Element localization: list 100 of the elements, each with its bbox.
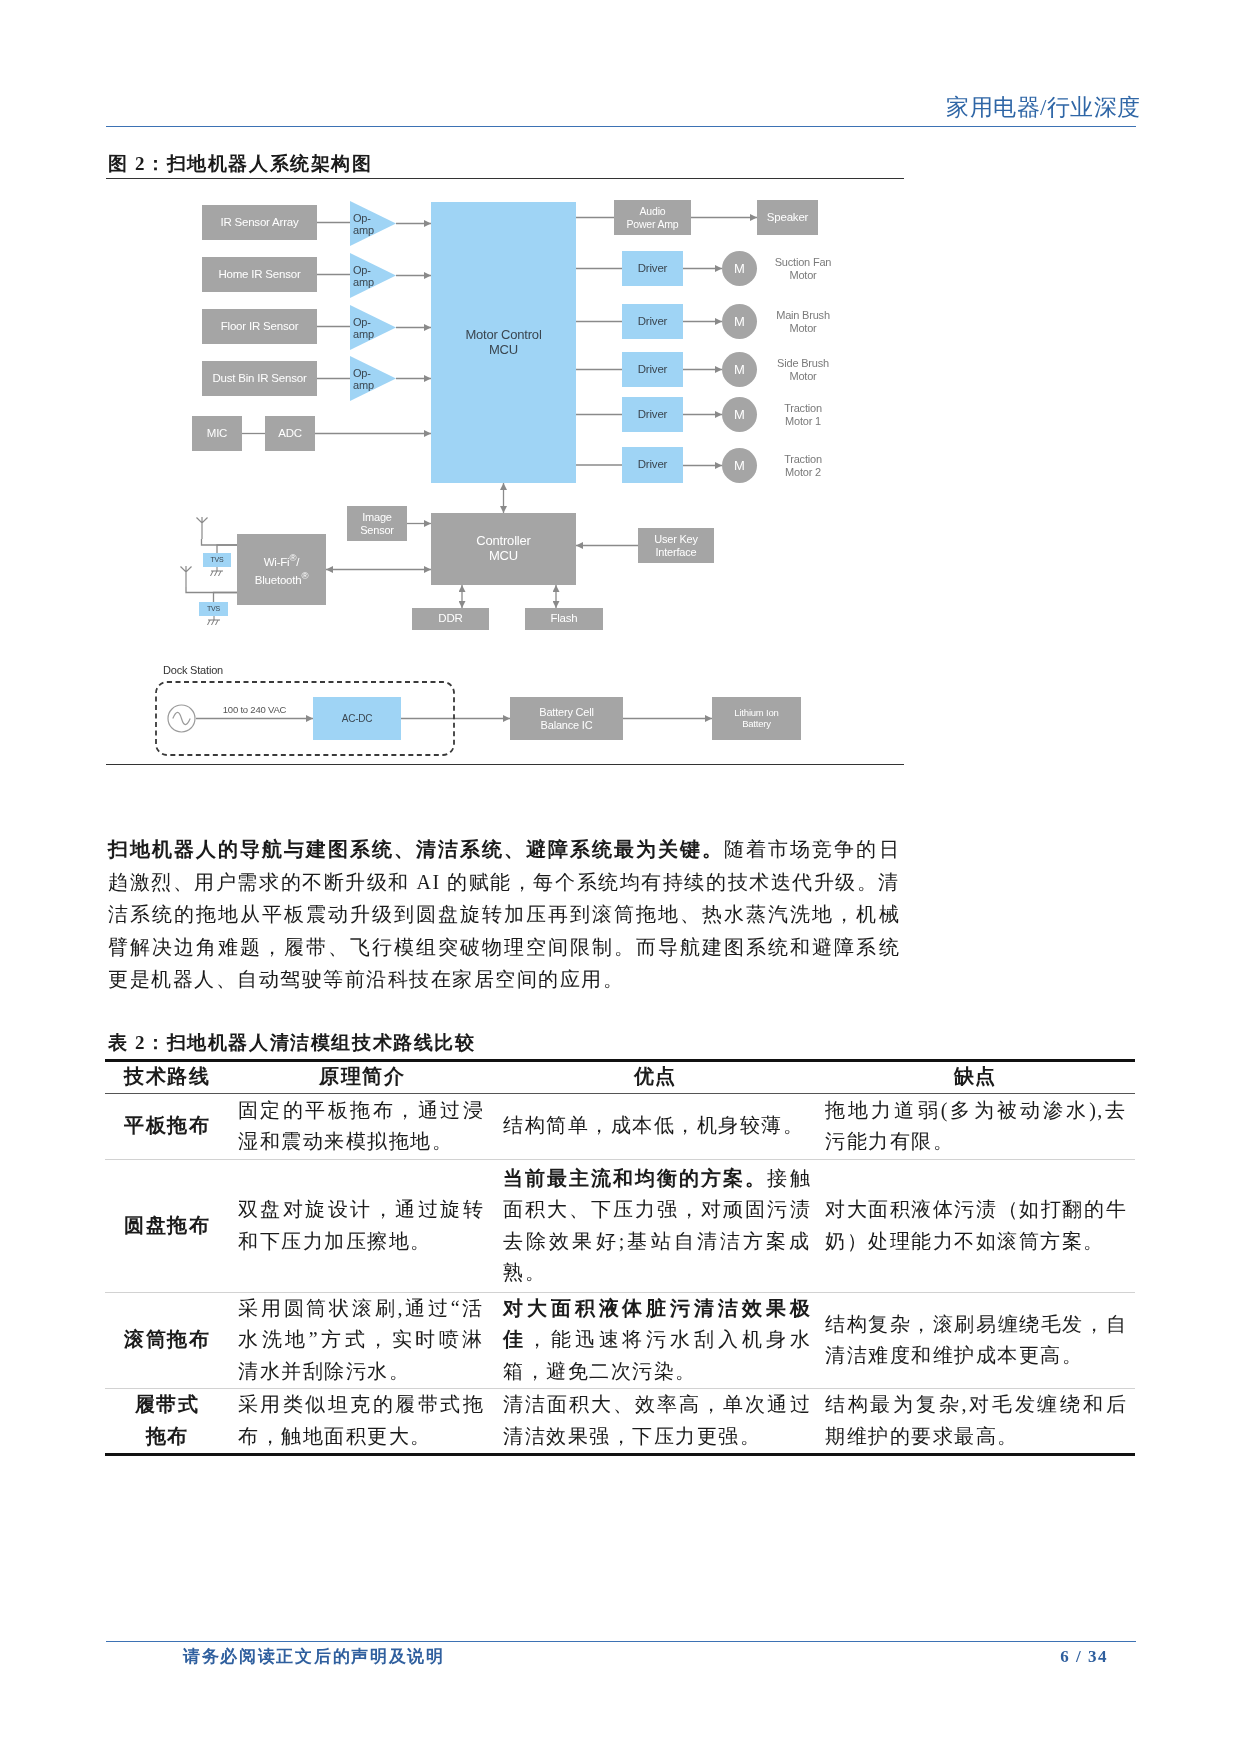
motor-label: Suction Fan Motor (773, 255, 833, 282)
cell-text: 对大面积液体脏污清洁效果极佳，能迅速将污水刮入机身水箱，避免二次污染。 (503, 1295, 811, 1384)
component-block: Driver (622, 397, 683, 432)
arrow (622, 715, 713, 722)
component-block: Driver (622, 304, 683, 339)
component-block: Audio Power Amp (614, 200, 691, 235)
frame-heading: Dock Station (163, 663, 223, 677)
antenna-symbol (195, 517, 208, 539)
arrow (575, 542, 639, 549)
component-block: Driver (622, 352, 683, 387)
arrow (400, 715, 511, 722)
row-header: 圆盘拖布 (124, 1212, 210, 1238)
component-block: Wi-Fi$^{®}$/ Bluetooth$^{®}$ (237, 534, 326, 605)
component-block: Dust Bin IR Sensor (202, 361, 317, 396)
component-block: Floor IR Sensor (202, 309, 317, 344)
component-block: Battery Cell Balance IC (510, 697, 623, 740)
cell-text: 清洁面积大、效率高，单次通过清洁效果强，下压力更强。 (503, 1392, 811, 1449)
motor-circle: M (722, 397, 757, 432)
arrow (458, 584, 466, 609)
connector-line (575, 464, 623, 466)
connector-line (575, 216, 615, 219)
motor-circle: M (722, 448, 757, 483)
amplifier-triangle: Op-amp (350, 201, 396, 246)
arrow (195, 715, 314, 722)
component-block: Driver (622, 447, 683, 483)
arrow (325, 566, 432, 573)
footer-note: 请务必阅读正文后的声明及说明 (183, 1646, 445, 1668)
arrow (682, 366, 723, 373)
arrow (682, 462, 723, 469)
connector-line (216, 544, 238, 554)
component-block: DDR (412, 608, 489, 630)
column-header: 优点 (633, 1064, 677, 1090)
amplifier-triangle: Op-amp (350, 305, 396, 350)
connector-line (316, 377, 351, 380)
cell-text: 采用圆筒状滚刷,通过“活水洗地”方式，实时喷淋清水并刮除污水。 (238, 1295, 484, 1384)
component-block: IR Sensor Array (202, 205, 317, 240)
arrow (690, 214, 758, 221)
arrow (552, 584, 560, 609)
component-block: Lithium Ion Battery (712, 697, 801, 740)
cell-text: 双盘对旋设计，通过旋转和下压力加压擦地。 (238, 1197, 484, 1254)
motor-circle: M (722, 304, 757, 339)
connector-line (575, 320, 623, 323)
component-block: MIC (192, 416, 242, 451)
arrow (395, 324, 432, 331)
component-block: User Key Interface (638, 528, 714, 563)
component-block: Controller MCU (431, 513, 576, 585)
cell-text: 结构复杂，滚刷易缠绕毛发，自清洁难度和维护成本更高。 (825, 1311, 1127, 1368)
arrow (314, 430, 432, 437)
amplifier-triangle: Op-amp (350, 253, 396, 298)
cell-text: 固定的平板拖布，通过浸湿和震动来模拟拖地。 (238, 1097, 484, 1154)
motor-label: Main Brush Motor (775, 308, 831, 335)
connector-line (575, 267, 623, 270)
arrow (682, 265, 723, 272)
table-title: 表 2：扫地机器人清洁模组技术路线比较 (108, 1031, 476, 1055)
connector-line (241, 432, 266, 435)
arrow (395, 375, 432, 382)
column-header: 技术路线 (124, 1064, 210, 1090)
cell-text: 结构最为复杂,对毛发缠绕和后期维护的要求最高。 (825, 1392, 1127, 1449)
motor-label: Side Brush Motor (776, 356, 830, 383)
component-block: Image Sensor (347, 506, 407, 541)
motor-circle: M (722, 352, 757, 387)
antenna-symbol (180, 566, 192, 587)
cell-text: 采用类似坦克的履带式拖布，触地面积更大。 (238, 1392, 484, 1449)
component-block: ADC (265, 416, 315, 451)
column-header: 原理简介 (319, 1064, 405, 1090)
motor-label: Traction Motor 1 (783, 401, 823, 428)
connector-line (212, 591, 238, 603)
ac-source-symbol (167, 704, 196, 733)
connector-line (316, 273, 351, 276)
cell-text: 拖地力道弱(多为被动渗水),去污能力有限。 (825, 1097, 1127, 1154)
row-header: 履带式拖布 (133, 1392, 201, 1449)
component-block: Motor Control MCU (431, 202, 576, 483)
connector-line (316, 325, 351, 328)
connector-line (316, 221, 351, 224)
component-block: AC-DC (313, 697, 401, 740)
connector-line (575, 368, 623, 371)
component-block: Driver (622, 251, 683, 286)
cell-text: 对大面积液体污渍（如打翻的牛奶）处理能力不如滚筒方案。 (825, 1197, 1127, 1254)
body-paragraph: 扫地机器人的导航与建图系统、清洁系统、避障系统最为关键。随着市场竞争的日趋激烈、用户需求的不断升级和 AI 的赋能，每个系统均有持续的技术迭代升级。清洁系统的拖地从平板震动升级到圆盘旋转加压再到滚筒拖地、热水蒸汽洗地，机械臂解决边角难题，履带、飞行模组突破物理空间限制。而导航建图系统和避障系统更是机器人、自动驾驶等前沿科技在家居空间的应用。 (108, 837, 900, 992)
component-block: Speaker (757, 200, 818, 235)
arrow (406, 520, 432, 527)
section-label: 家用电器/行业深度 (946, 94, 1141, 122)
cell-text: 结构简单，成本低，机身较薄。 (503, 1113, 804, 1139)
row-header: 滚筒拖布 (124, 1327, 210, 1353)
row-header: 平板拖布 (124, 1113, 210, 1139)
cell-text: 当前最主流和均衡的方案。接触面积大、下压力强，对顽固污渍去除效果好;基站自清洁方案成熟。 (503, 1165, 811, 1285)
motor-label: Traction Motor 2 (783, 452, 823, 479)
arrow (395, 220, 432, 227)
column-header: 缺点 (953, 1064, 997, 1090)
arrow (500, 482, 507, 514)
arrow (395, 272, 432, 279)
page-number: 6 / 34 (1060, 1646, 1108, 1668)
connector-line (575, 413, 623, 416)
arrow (682, 411, 723, 418)
component-block: Home IR Sensor (202, 257, 317, 292)
figure-title: 图 2：扫地机器人系统架构图 (108, 152, 373, 176)
amplifier-triangle: Op-amp (350, 356, 396, 401)
component-block: Flash (525, 608, 603, 630)
motor-circle: M (722, 251, 757, 286)
arrow (682, 318, 723, 325)
